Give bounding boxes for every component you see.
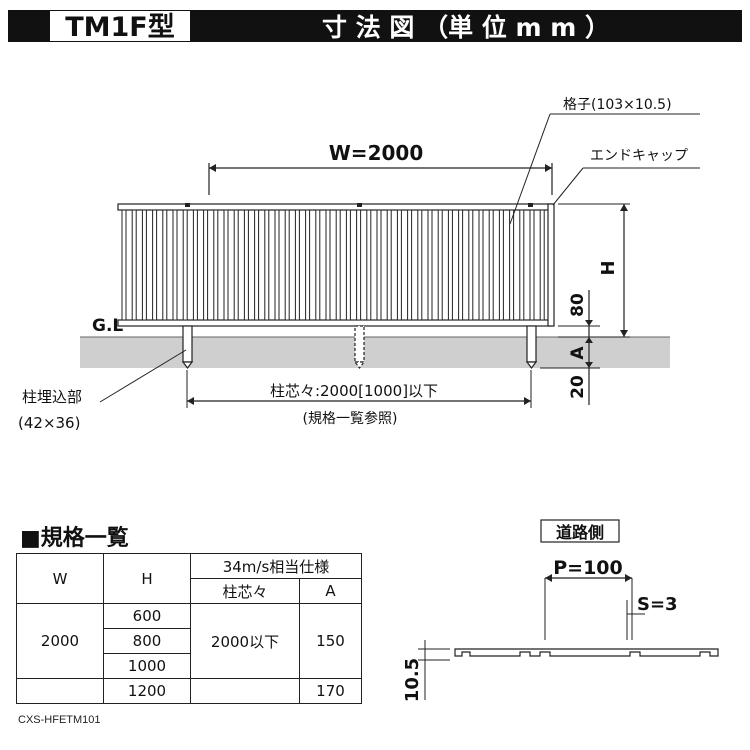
header-group: 34m/s相当仕様 — [190, 553, 362, 579]
header-h: H — [103, 553, 191, 604]
spec-title: ■規格一覧 — [20, 526, 129, 551]
fence-slat — [458, 209, 464, 321]
fence-slat — [264, 209, 270, 321]
fence-slat — [509, 209, 515, 321]
cell-w: 2000 — [16, 603, 104, 679]
post-label-line2: (42×36) — [18, 414, 80, 432]
header-a: A — [299, 578, 362, 604]
header-w: W — [16, 553, 104, 604]
fence-slat — [152, 209, 158, 321]
a-label: A — [568, 346, 588, 360]
fence-slat — [478, 209, 484, 321]
fence-slat — [325, 209, 331, 321]
fence-slat — [315, 209, 321, 321]
top-offset-label: 80 — [568, 293, 588, 317]
fence-slat — [243, 209, 249, 321]
post-label-line1: 柱埋込部 — [22, 388, 82, 406]
fence-slat — [447, 209, 453, 321]
model-box — [50, 11, 190, 41]
fence-slat — [468, 209, 474, 321]
fence-slat — [376, 209, 382, 321]
cell-h-1000: 1000 — [103, 653, 191, 679]
fence-slat — [121, 209, 127, 321]
fence-slat — [141, 209, 147, 321]
end-cap — [547, 203, 555, 327]
fence-slat — [366, 209, 372, 321]
fence-slat — [335, 209, 341, 321]
ground — [80, 337, 670, 368]
fence-slat — [172, 209, 178, 321]
fence-slat — [274, 209, 280, 321]
fence-slat — [182, 209, 188, 321]
fence-slat — [356, 209, 362, 321]
fence-slats — [121, 209, 545, 321]
fence-slat — [529, 209, 535, 321]
fence-slat — [407, 209, 413, 321]
header-pitch: 柱芯々 — [190, 578, 300, 604]
height-label: H — [598, 260, 619, 275]
fence-slat — [417, 209, 423, 321]
section-view: 道路側 P=100 S=3 10.5 — [402, 519, 719, 702]
fence-slat — [254, 209, 260, 321]
posts — [181, 325, 538, 369]
cell-a-150: 150 — [299, 603, 362, 679]
cell-h-1200: 1200 — [103, 678, 191, 704]
model-label: TM1F型 — [65, 12, 175, 43]
fence-slat — [284, 209, 290, 321]
grating-profile — [454, 648, 719, 657]
fence-slat — [396, 209, 402, 321]
spec-table: W H 34m/s相当仕様 柱芯々 A 2000 600 2000以下 150 … — [16, 553, 362, 704]
fence-slat — [345, 209, 351, 321]
header-title: 寸 法 図 （単 位 m m ） — [322, 13, 610, 42]
pitch-label: 柱芯々:2000[1000]以下 — [270, 382, 438, 400]
fence-slat — [223, 209, 229, 321]
cell-a-170: 170 — [299, 678, 362, 704]
fence-slat — [203, 209, 209, 321]
fence-slat — [192, 209, 198, 321]
fence-slat — [162, 209, 168, 321]
fence-slat — [437, 209, 443, 321]
width-label: W=2000 — [329, 141, 423, 165]
fence-slat — [519, 209, 525, 321]
road-side-box — [540, 519, 620, 543]
width-dimension: W=2000 — [208, 141, 553, 195]
road-side-label: 道路側 — [556, 523, 604, 542]
height-dimension: H — [558, 203, 630, 338]
pitch-note: (規格一覧参照) — [303, 410, 398, 427]
drawing-code: CXS-HFETM101 — [18, 714, 101, 726]
endcap-label: エンドキャップ — [590, 148, 688, 164]
fence-slat — [305, 209, 311, 321]
fence-slat — [294, 209, 300, 321]
thickness-label: 10.5 — [402, 658, 423, 702]
cell-h-800: 800 — [103, 628, 191, 654]
vertical-small-dimensions: 80 A 20 — [540, 290, 600, 405]
fence-slat — [539, 209, 545, 321]
bottom-label: 20 — [568, 375, 588, 399]
fence-slat — [131, 209, 137, 321]
fence-slat — [488, 209, 494, 321]
pitch-dimension: 柱芯々:2000[1000]以下 (規格一覧参照) — [186, 370, 532, 427]
cell-h-600: 600 — [103, 603, 191, 629]
p-label: P=100 — [553, 557, 623, 579]
s-label: S=3 — [637, 594, 678, 615]
grid-label: 格子(103×10.5) — [563, 97, 672, 113]
fence-slat — [498, 209, 504, 321]
fence-slat — [386, 209, 392, 321]
fence-slat — [213, 209, 219, 321]
fence-slat — [233, 209, 239, 321]
cell-pitch: 2000以下 — [190, 603, 300, 679]
fence-panel — [117, 203, 555, 327]
fence-slat — [427, 209, 433, 321]
gl-label: G.L — [92, 316, 123, 336]
